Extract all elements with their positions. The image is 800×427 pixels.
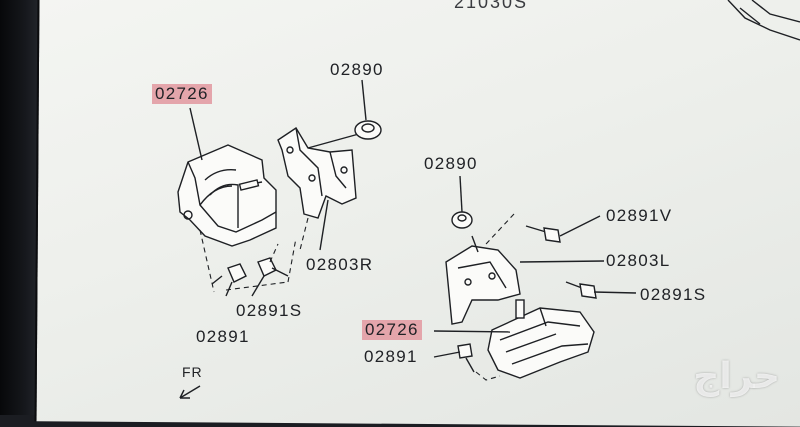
top-cut-label: 21030S	[454, 0, 529, 12]
assembly-lines-right	[475, 213, 515, 381]
label-bolt-left: 02891	[196, 327, 250, 346]
engine-mount-right	[487, 299, 595, 379]
bolt-s-right	[565, 281, 597, 299]
label-nut-top: 02890	[330, 60, 384, 79]
nut-middle	[451, 211, 473, 229]
label-nut-middle: 02890	[424, 154, 478, 173]
bracket-right-side	[277, 127, 367, 219]
direction-label: FR	[182, 364, 203, 380]
label-bolt-right: 02891	[364, 347, 418, 366]
label-bolt-s-right: 02891S	[640, 285, 707, 304]
monitor-bezel	[0, 0, 40, 415]
engine-mount-left	[177, 144, 277, 247]
label-bracket-l: 02803L	[606, 251, 671, 270]
label-mount-right: 02726	[362, 320, 422, 340]
label-bracket-r: 02803R	[306, 255, 374, 274]
bracket-left-side	[445, 235, 521, 325]
bolts-left	[211, 257, 289, 285]
leader-lines	[189, 79, 637, 358]
parts-diagram	[177, 0, 800, 399]
label-mount-left: 02726	[152, 84, 212, 104]
label-bolt-s-left: 02891S	[236, 301, 303, 320]
assembly-lines-left	[199, 217, 309, 293]
label-bolt-v: 02891V	[606, 206, 673, 225]
nut-top	[354, 120, 382, 140]
bolt-v	[525, 225, 561, 243]
partial-part-top-right	[727, 0, 800, 41]
bolt-right	[457, 343, 475, 373]
watermark-logo: حراج	[693, 356, 780, 397]
front-direction-arrow	[179, 385, 201, 399]
